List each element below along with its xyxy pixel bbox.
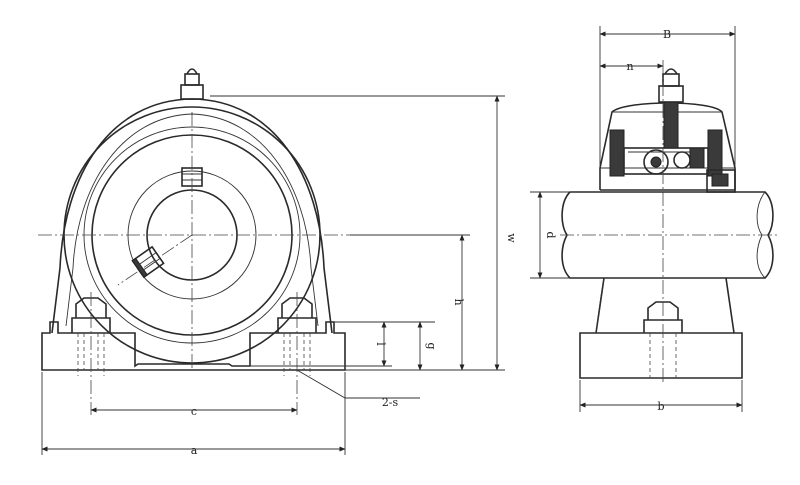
angled-screw-axis bbox=[117, 234, 193, 286]
dimension-w-label: w bbox=[505, 233, 518, 243]
dimension-c-label: c bbox=[191, 405, 197, 418]
dimension-a-label: a bbox=[191, 444, 198, 457]
dimension-l-label: l bbox=[374, 342, 387, 346]
side-view: B n d b bbox=[530, 26, 780, 413]
dimension-b-label: b bbox=[657, 400, 664, 413]
bolt-hole-label: 2-s bbox=[382, 396, 399, 409]
bolt-hole-leader bbox=[296, 369, 420, 399]
grease-nipple bbox=[180, 68, 204, 100]
dimension-B-label: B bbox=[663, 28, 671, 41]
side-bearing-section bbox=[609, 101, 723, 177]
side-set-screw-collar bbox=[706, 169, 736, 193]
dimension-n-label: n bbox=[626, 60, 633, 73]
dimension-d-label: d bbox=[544, 231, 557, 238]
side-base bbox=[579, 332, 743, 379]
front-view: w h g l c a 2-s bbox=[38, 68, 518, 457]
dimension-g-label: g bbox=[425, 342, 438, 349]
set-screw-angled bbox=[131, 245, 165, 279]
side-pedestal bbox=[595, 277, 735, 334]
front-base bbox=[41, 321, 346, 371]
dimension-h-label: h bbox=[452, 298, 465, 305]
